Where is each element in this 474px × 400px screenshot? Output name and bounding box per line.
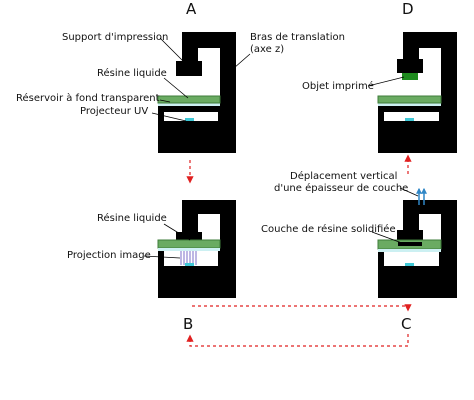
leader-couche xyxy=(371,231,403,244)
printer-b-arm xyxy=(182,200,236,285)
printer-d-printed-object xyxy=(402,73,418,80)
printer-d-base-inner xyxy=(384,112,439,121)
leader-projection xyxy=(143,255,181,259)
printer-d-resin xyxy=(377,95,442,104)
printer-a xyxy=(157,32,236,153)
leader-resine-a xyxy=(163,77,189,99)
printer-b-resin xyxy=(157,239,221,249)
label-bras-1: Bras de translation xyxy=(250,32,345,43)
label-deplacement-1: Déplacement vertical xyxy=(290,170,397,182)
printer-c-uv-light xyxy=(405,263,414,266)
printer-a-base-inner xyxy=(164,112,218,121)
label-couche: Couche de résine solidifiée xyxy=(261,223,396,235)
printer-a-uv-projector xyxy=(184,121,195,125)
leader-reservoir xyxy=(159,99,171,103)
printer-d-reservoir-floor xyxy=(378,103,441,106)
label-reservoir: Réservoir à fond transparent xyxy=(16,92,160,104)
printer-a-platform xyxy=(176,61,202,76)
leader-objet xyxy=(367,76,405,87)
leader-resine-b xyxy=(163,223,191,241)
printer-c-uv-projector xyxy=(404,266,415,270)
printer-a-arm xyxy=(182,32,236,140)
flow-arrow-c-to-b xyxy=(186,334,409,347)
label-objet: Objet imprimé xyxy=(302,80,374,92)
flow-arrow-b-to-c xyxy=(192,304,412,312)
printer-d-uv-projector xyxy=(404,121,415,125)
printer-c-arm xyxy=(403,200,457,285)
printer-a-uv-light xyxy=(185,118,194,121)
step-b-label: B xyxy=(183,315,193,333)
leader-projecteur xyxy=(151,112,187,122)
label-projection: Projection image xyxy=(67,250,151,261)
label-deplacement-2: d'une épaisseur de couche xyxy=(274,182,408,194)
label-resine-a: Résine liquide xyxy=(97,67,167,79)
label-support: Support d'impression xyxy=(62,32,168,43)
label-bras-2: (axe z) xyxy=(250,44,284,55)
printer-d xyxy=(377,32,457,153)
printer-c-solid-layer xyxy=(398,242,422,246)
label-projecteur: Projecteur UV xyxy=(80,106,148,117)
step-c-label: C xyxy=(401,315,411,333)
leader-deplacement xyxy=(399,187,419,197)
leader-bras xyxy=(233,53,251,69)
printer-b-base xyxy=(158,251,236,298)
printer-a-reservoir-floor xyxy=(158,103,220,106)
lift-arrows xyxy=(416,187,427,205)
printer-c-base xyxy=(378,252,457,298)
leader-support xyxy=(159,37,187,65)
printer-d-platform xyxy=(397,59,423,73)
label-resine-b: Résine liquide xyxy=(97,212,167,224)
projection-rays xyxy=(180,251,197,265)
printer-a-resin xyxy=(157,95,221,104)
printer-c-platform xyxy=(397,230,423,242)
printer-b-uv-light xyxy=(185,263,194,266)
printer-d-uv-light xyxy=(405,118,414,121)
printer-c xyxy=(377,200,457,298)
printer-c-reservoir-floor xyxy=(378,249,441,252)
printer-b-reservoir-floor xyxy=(158,248,220,251)
step-d-label: D xyxy=(402,0,414,18)
printer-b-uv-projector xyxy=(184,266,195,270)
process-flow xyxy=(186,154,412,347)
printer-b xyxy=(157,200,236,298)
step-a-label: A xyxy=(186,0,197,18)
